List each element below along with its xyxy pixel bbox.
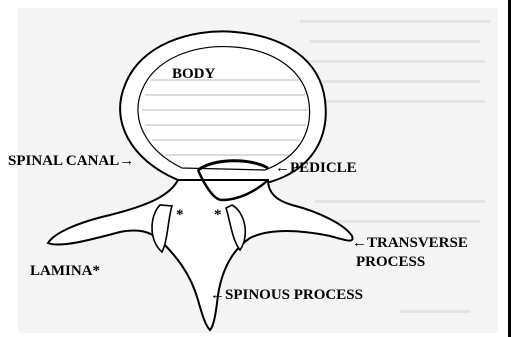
label-pedicle: ←PEDICLE bbox=[275, 161, 357, 176]
label-spinous-process-text: SPINOUS PROCESS bbox=[225, 287, 363, 303]
label-pedicle-text: PEDICLE bbox=[290, 160, 357, 176]
arrow-left-icon: ← bbox=[352, 235, 367, 251]
asterisk-left: * bbox=[176, 208, 184, 223]
label-transverse-line-2: PROCESS bbox=[352, 253, 468, 272]
arrow-right-icon: → bbox=[119, 153, 134, 169]
arrow-left-icon: ← bbox=[275, 160, 290, 176]
label-transverse-process: ←TRANSVERSE PROCESS bbox=[352, 234, 468, 272]
label-transverse-line-1: ←TRANSVERSE bbox=[352, 234, 468, 253]
label-spinal-canal: SPINAL CANAL→ bbox=[8, 154, 134, 169]
asterisk-right: * bbox=[214, 208, 222, 223]
label-body: BODY bbox=[172, 67, 215, 82]
label-spinous-process: ←SPINOUS PROCESS bbox=[210, 288, 363, 303]
label-lamina: LAMINA* bbox=[30, 264, 100, 279]
label-spinal-canal-text: SPINAL CANAL bbox=[8, 153, 119, 169]
page-border-line bbox=[508, 0, 511, 337]
arrow-left-icon: ← bbox=[210, 287, 225, 303]
